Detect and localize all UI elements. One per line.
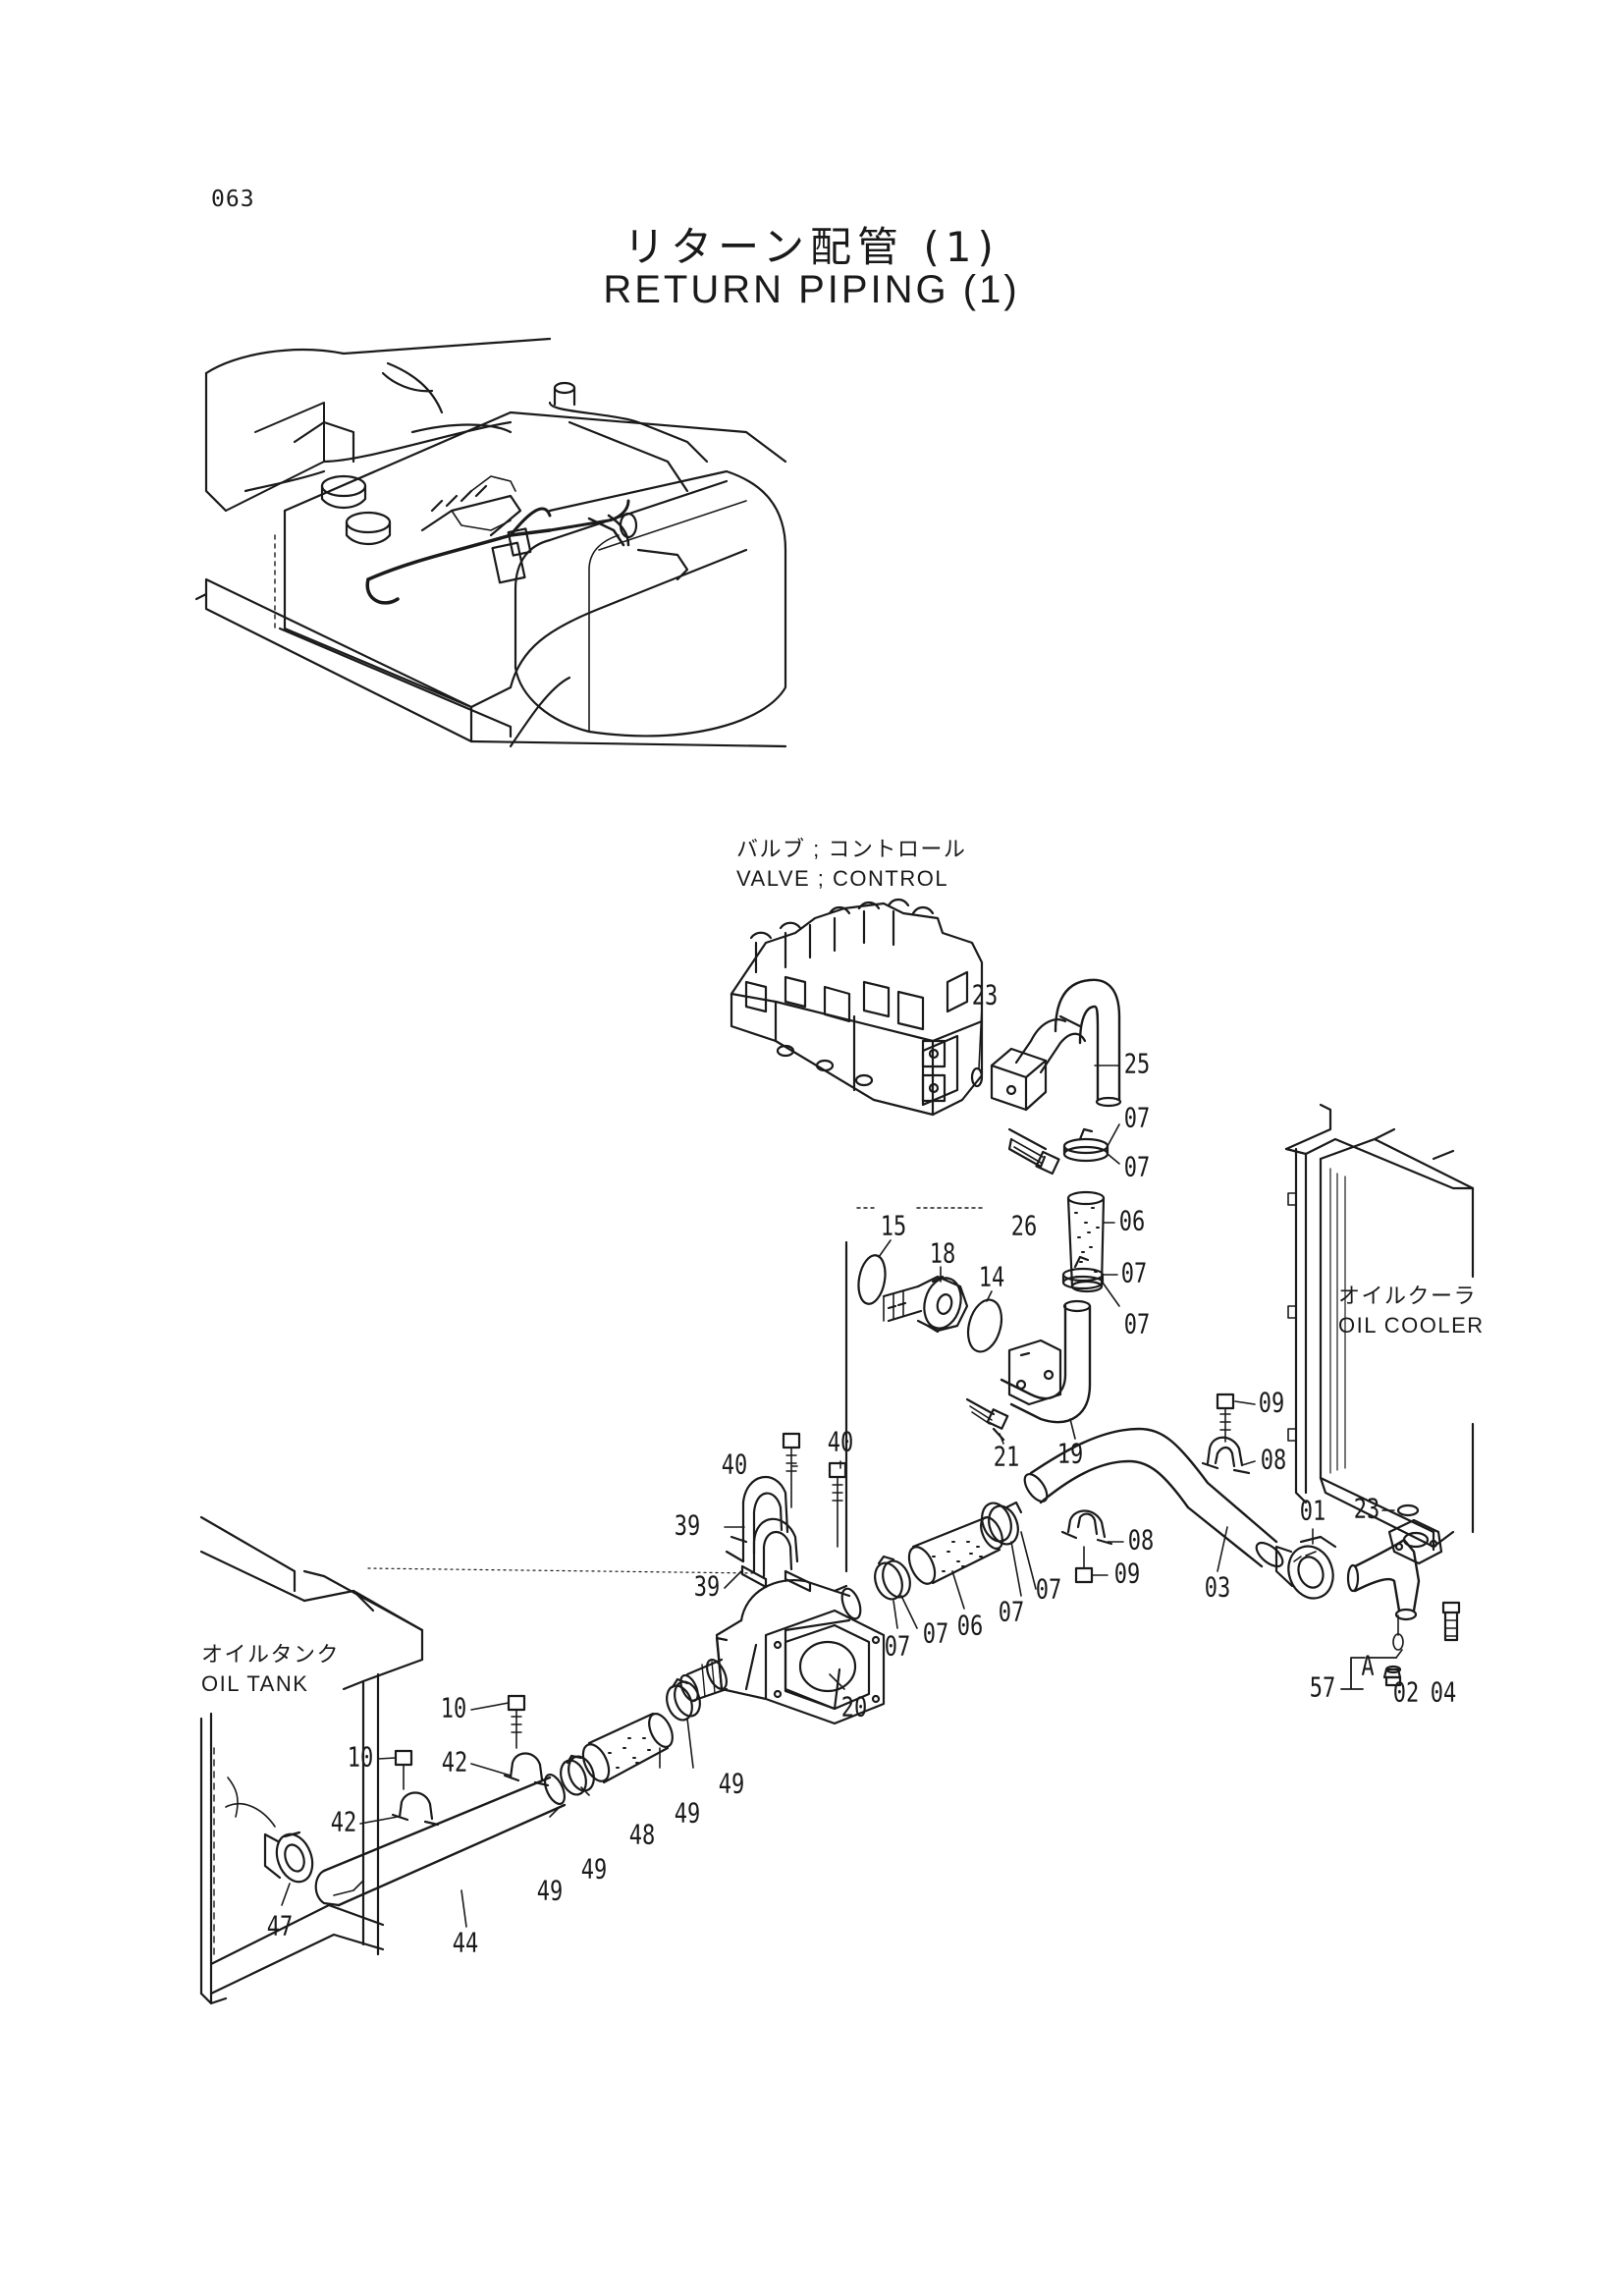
oring-15	[857, 1254, 887, 1305]
adapter-01	[1274, 1535, 1337, 1600]
page-title-japanese: リターン配管 (1)	[623, 223, 1000, 271]
label-oil-tank-ja: オイルタンク	[201, 1642, 341, 1667]
bolt-40-a	[782, 1432, 801, 1508]
bracket-39-front	[740, 1517, 812, 1593]
bolt-26	[1007, 1127, 1060, 1175]
callout-49: 49	[580, 1854, 608, 1886]
callout-07: 07	[1123, 1103, 1151, 1134]
callout-03: 03	[1204, 1572, 1231, 1604]
detail-a-bracket	[1340, 1657, 1397, 1690]
callout-07: 07	[1123, 1152, 1151, 1183]
callout-15: 15	[880, 1211, 907, 1242]
pipe-stub	[679, 1658, 729, 1703]
adapter-47	[263, 1831, 314, 1884]
plug-57	[1382, 1665, 1402, 1687]
callout-39: 39	[693, 1571, 721, 1603]
hose-clamp-07-upper-a	[1062, 1127, 1109, 1163]
callout-44: 44	[452, 1928, 479, 1959]
clamp-42-lower	[391, 1791, 440, 1827]
clamp-42-upper	[503, 1752, 550, 1787]
label-oil-cooler: OIL COOLER	[1338, 1313, 1485, 1338]
callout-49: 49	[718, 1769, 745, 1800]
hose-clamp-07-lower-a	[981, 1501, 1023, 1546]
tee-housing-20	[715, 1578, 886, 1725]
callout-42: 42	[441, 1747, 468, 1778]
hose-48	[581, 1712, 674, 1784]
callout-06: 06	[956, 1611, 984, 1642]
check-valve-18	[882, 1275, 969, 1334]
elbow-02	[1346, 1518, 1443, 1621]
callout-57: 57	[1309, 1672, 1336, 1704]
callout-18: 18	[929, 1238, 956, 1270]
machine-overview-illustration	[194, 337, 787, 748]
clamp-08-lower	[1060, 1509, 1113, 1546]
callout-49: 49	[536, 1876, 564, 1907]
bolt-40-b	[828, 1461, 847, 1548]
oring-23-cooler	[1396, 1503, 1420, 1517]
pipe-19	[1000, 1299, 1092, 1424]
callout-09: 09	[1258, 1388, 1285, 1419]
callout-10: 10	[440, 1693, 467, 1724]
label-oil-cooler-ja: オイルクーラ	[1338, 1284, 1478, 1308]
callout-21: 21	[993, 1442, 1020, 1473]
hose-clamp-07-lower-b	[874, 1555, 911, 1601]
bolt-04	[1441, 1601, 1461, 1642]
hose-clamp-49-a	[666, 1677, 701, 1722]
callout-02: 02	[1392, 1677, 1420, 1709]
oring-23-valve	[970, 1066, 984, 1088]
oil-tank-illustration	[199, 1515, 424, 2005]
label-oil-tank: OIL TANK	[201, 1671, 309, 1696]
pipe-44	[314, 1774, 567, 1907]
callout-14: 14	[978, 1262, 1005, 1293]
callout-07: 07	[1120, 1258, 1148, 1289]
bolt-09-lower	[1074, 1546, 1094, 1584]
page-title: RETURN PIPING (1)	[603, 268, 1020, 311]
bracket-39-rear	[725, 1475, 789, 1563]
callout-40: 40	[827, 1427, 854, 1458]
callout-42: 42	[330, 1807, 357, 1838]
label-control-valve: VALVE ; CONTROL	[736, 866, 949, 891]
callout-47: 47	[266, 1911, 294, 1942]
callout-23-valve: 23	[971, 980, 999, 1011]
detail-a-label: A	[1361, 1651, 1375, 1682]
clamp-08-upper	[1201, 1436, 1251, 1475]
callout-07: 07	[998, 1597, 1025, 1628]
control-valve-body	[730, 898, 984, 1117]
gasket-14	[966, 1298, 1003, 1353]
callout-06: 06	[1118, 1206, 1146, 1237]
callout-07: 07	[1035, 1574, 1062, 1606]
label-control-valve-ja: バルブ ; コントロール	[736, 837, 967, 861]
callout-01: 01	[1299, 1496, 1326, 1527]
page-number: 063	[211, 187, 255, 212]
callout-48: 48	[628, 1820, 656, 1851]
callout-07: 07	[1123, 1309, 1151, 1340]
callout-07: 07	[884, 1631, 911, 1663]
callout-20: 20	[840, 1692, 868, 1723]
hose-06-lower	[907, 1515, 1003, 1585]
bolt-10-lower	[394, 1749, 413, 1790]
callout-04: 04	[1430, 1677, 1457, 1709]
bolt-09-upper	[1216, 1393, 1235, 1443]
bolt-10-upper	[507, 1694, 526, 1749]
callout-08: 08	[1127, 1525, 1155, 1557]
oil-cooler-illustration	[1284, 1103, 1475, 1552]
hose-25	[1054, 978, 1122, 1108]
leader-lines	[281, 1006, 1395, 1928]
valve-return-flange	[970, 1018, 1087, 1112]
callout-26: 26	[1010, 1211, 1038, 1242]
callout-10: 10	[347, 1742, 374, 1774]
callout-07: 07	[922, 1618, 949, 1650]
callout-39: 39	[674, 1510, 701, 1542]
pipe-03	[1023, 1427, 1284, 1568]
callout-23-cooler: 23	[1353, 1494, 1380, 1525]
callout-19: 19	[1056, 1439, 1084, 1470]
callout-25: 25	[1123, 1049, 1151, 1080]
callout-08: 08	[1260, 1445, 1287, 1476]
callout-49: 49	[674, 1798, 701, 1830]
hose-clamp-49-b	[560, 1754, 595, 1796]
callout-09: 09	[1113, 1558, 1141, 1590]
callout-40: 40	[721, 1449, 748, 1481]
bolt-21	[965, 1397, 1009, 1442]
